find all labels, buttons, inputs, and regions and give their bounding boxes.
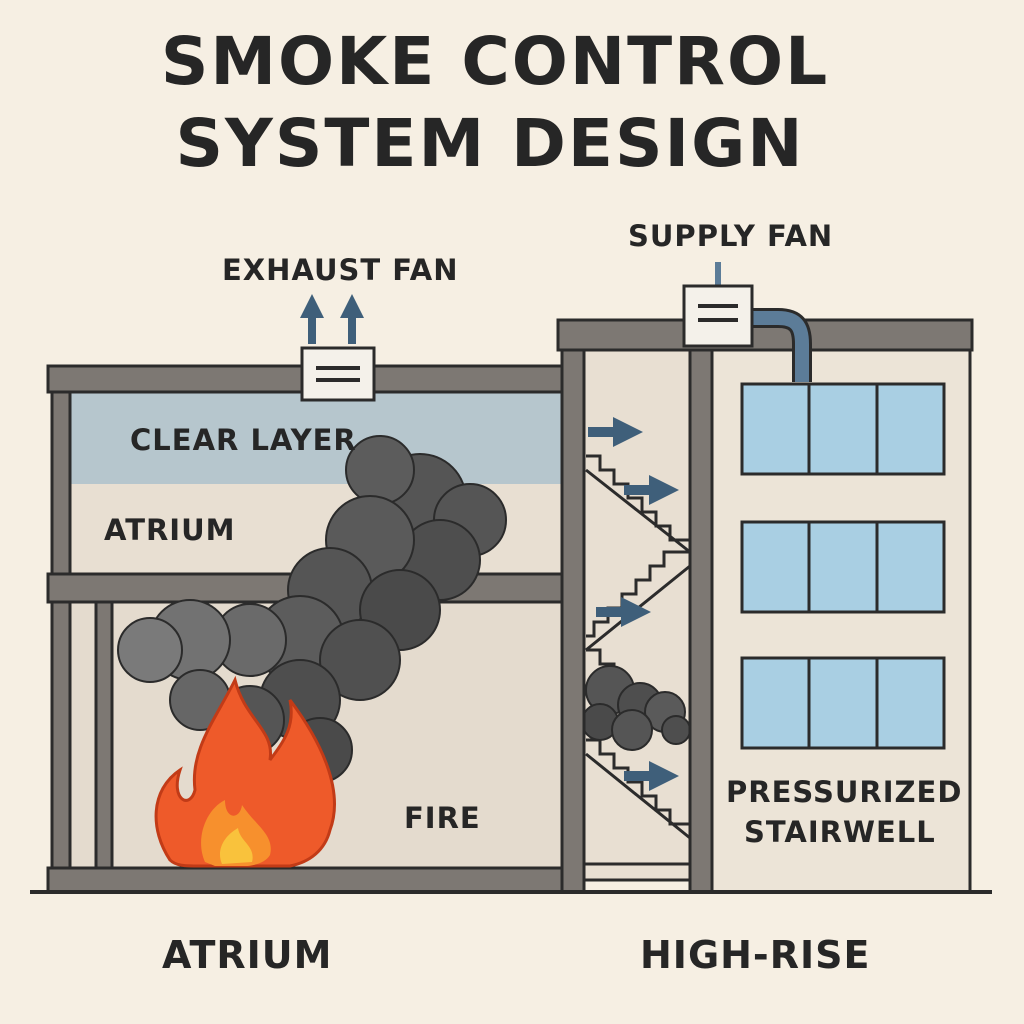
window-row-2 [740,520,946,614]
stairwell-label-line-2: STAIRWELL [744,815,936,849]
clear-layer-zone [66,392,562,484]
fire-label: FIRE [404,801,481,835]
atrium-column-left-upper [50,390,72,576]
stairwell-airflow-arrows [588,417,679,791]
exhaust-fan-unit [300,346,376,402]
atrium-ground-slab [46,866,566,894]
title-line-2: SYSTEM DESIGN [176,105,805,182]
stairwell-shaft [560,334,714,894]
stairwell-wall-left [560,334,586,894]
atrium-column-left-lower [50,600,72,870]
window-row-1 [740,382,946,476]
supply-duct [752,311,809,382]
stairwell-smoke [581,665,691,751]
atrium-inner-label: ATRIUM [104,513,236,547]
window-row-3 [740,656,946,750]
highrise-caption: HIGH-RISE [640,933,870,977]
clear-layer-label: CLEAR LAYER [130,423,357,457]
stairwell-label-line-1: PRESSURIZED [726,775,962,809]
atrium-column-inner [94,600,114,870]
title-line-1: SMOKE CONTROL [161,23,829,100]
fire-icon [154,675,336,868]
stairwell-wall-right [688,334,714,894]
supply-fan [682,262,812,382]
supply-fan-label: SUPPLY FAN [628,219,833,253]
supply-fan-unit [682,284,754,348]
atrium-caption: ATRIUM [162,933,332,977]
exhaust-fan [300,294,376,402]
exhaust-fan-label: EXHAUST FAN [222,253,459,287]
